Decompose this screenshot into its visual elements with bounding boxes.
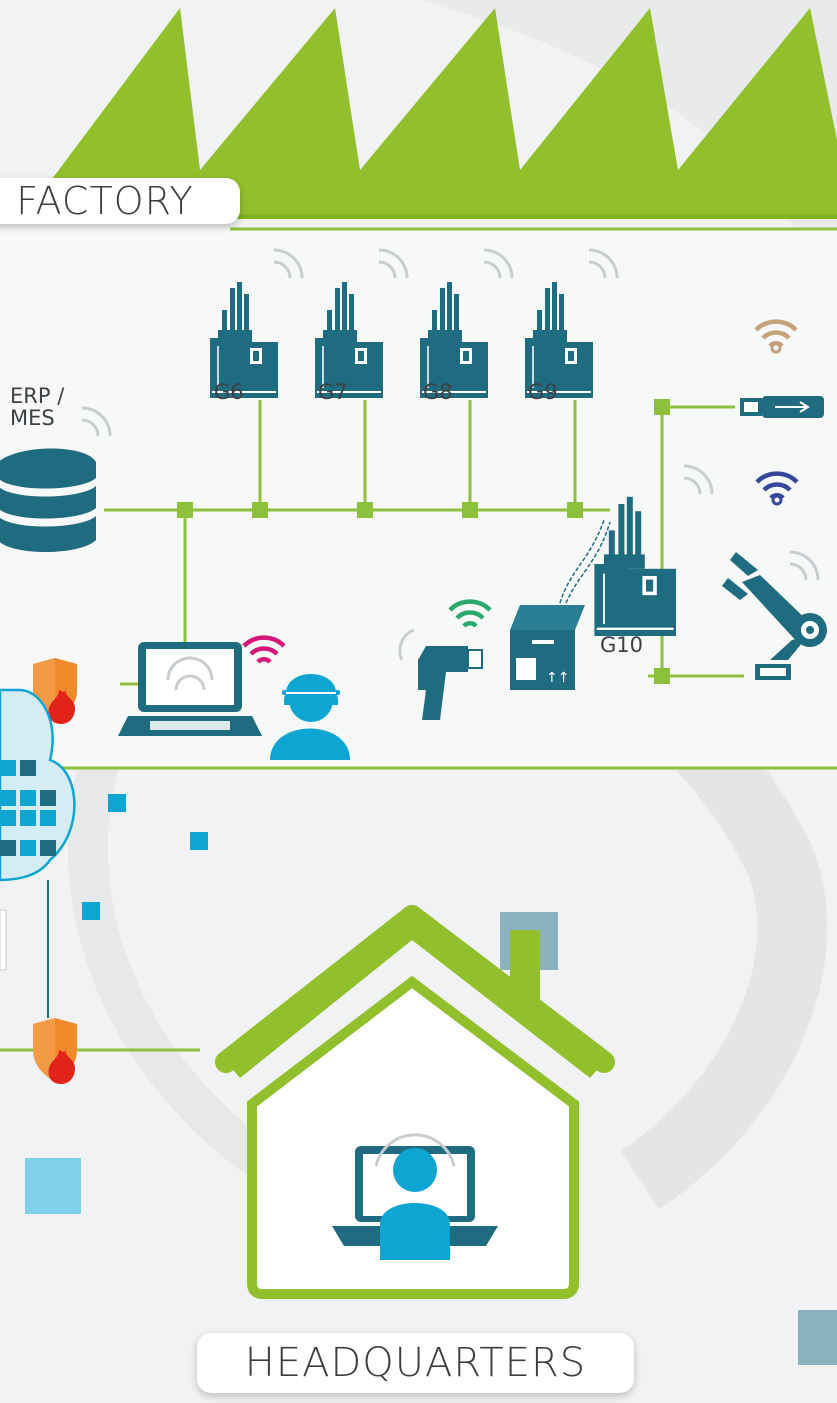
machine-label-g10: G10	[600, 633, 643, 657]
headquarters-section-label: HEADQUARTERS	[197, 1333, 634, 1393]
erp-label-line2: MES	[10, 406, 55, 430]
decorative-squares	[25, 794, 837, 1365]
barcode-scanner-icon	[398, 628, 483, 720]
laptop-icon	[118, 642, 262, 736]
factory-roof-icon	[30, 8, 837, 219]
firewall-icon	[33, 1018, 77, 1084]
remote-user-icon	[332, 1133, 498, 1260]
machine-label-g9: G9	[528, 380, 558, 404]
package-box-icon: ↑↑	[510, 519, 611, 690]
house-icon	[215, 905, 615, 1299]
factory-section-label: FACTORY	[0, 178, 240, 224]
cloud-icon	[0, 688, 76, 1018]
machine-label-g6: G6	[214, 380, 244, 404]
database-icon	[0, 448, 96, 552]
svg-text:↑↑: ↑↑	[546, 670, 569, 686]
robot-arm-icon	[722, 552, 827, 680]
usb-stick-icon	[740, 396, 824, 418]
machine-label-g8: G8	[423, 380, 453, 404]
worker-icon	[270, 674, 350, 760]
machine-label-g7: G7	[318, 380, 348, 404]
erp-label-line1: ERP /	[10, 384, 65, 408]
